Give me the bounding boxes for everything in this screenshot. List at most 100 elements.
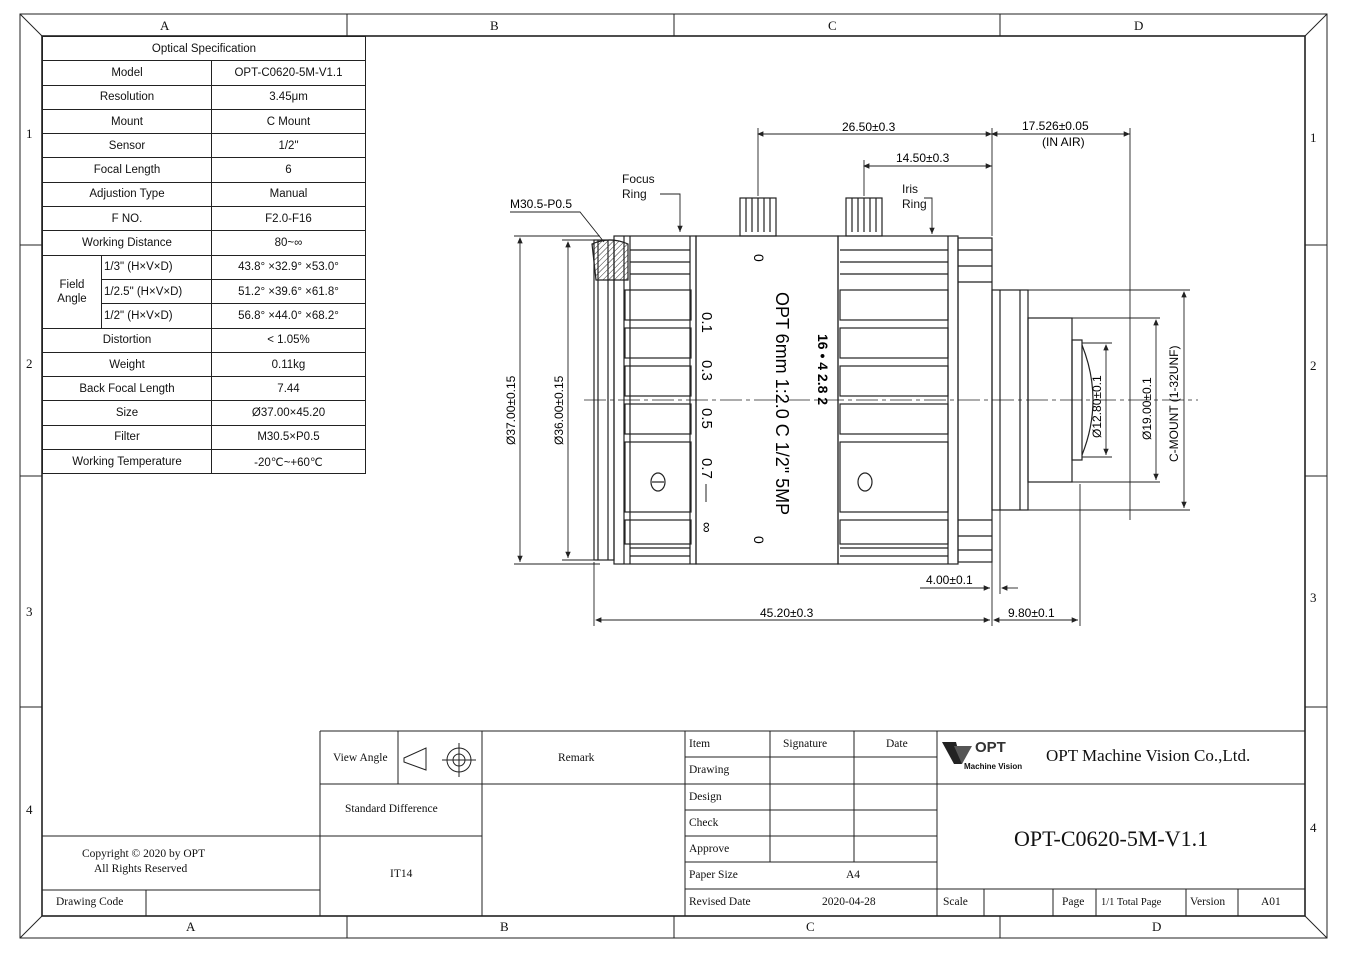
iris-lock-screw <box>857 472 873 492</box>
first-angle-projection-icon <box>403 743 476 777</box>
spec-value: M30.5×P0.5 <box>211 424 366 451</box>
iris-ring-label: Iris Ring <box>902 182 927 211</box>
spec-label: Mount <box>42 108 212 135</box>
spec-row: Working Temperature-20℃~+60℃ <box>42 449 366 475</box>
revised-date-value: 2020-04-28 <box>822 896 876 908</box>
signature-label: Signature <box>783 738 828 750</box>
spec-value: 0.11kg <box>211 351 366 378</box>
focus-lock-screw <box>650 472 666 492</box>
row-label-4-left: 4 <box>26 802 33 817</box>
thread-leader <box>510 211 605 243</box>
scale-label: Scale <box>943 896 968 908</box>
tolerance-value: IT14 <box>390 868 413 880</box>
company-name: OPT Machine Vision Co.,Ltd. <box>1046 746 1251 765</box>
page-label: Page <box>1062 896 1085 908</box>
column-label-b-top: B <box>490 18 499 33</box>
dim-17-526-text: 17.526±0.05 <box>1022 119 1089 133</box>
iris-ring-ribs <box>839 249 949 557</box>
opt-logo-icon <box>942 742 972 764</box>
column-label-a-bottom: A <box>186 919 196 934</box>
standard-difference-label: Standard Difference <box>345 803 438 815</box>
focus-knob <box>739 197 777 237</box>
spec-label: Working Temperature <box>42 449 212 475</box>
field-angle-sensor: 1/2" (H×V×D) <box>101 303 212 329</box>
spec-value: 7.44 <box>211 376 366 402</box>
iris-knob <box>845 197 883 237</box>
column-label-a-top: A <box>160 18 170 33</box>
distance-scale-0-3: 0.3 <box>698 360 715 381</box>
version-value: A01 <box>1261 896 1281 908</box>
zero-mark-top: 0 <box>751 254 767 262</box>
iris-ring-leader <box>924 197 935 234</box>
spec-row: 1/2.5" (H×V×D) 51.2° ×39.6° ×61.8° <box>43 278 366 305</box>
date-label: Date <box>886 738 908 750</box>
thread-section <box>591 239 629 281</box>
field-angle-sensor: 1/3" (H×V×D) <box>101 254 212 280</box>
distance-scale-0-5: 0.5 <box>698 408 715 429</box>
column-label-b-bottom: B <box>500 919 509 934</box>
logo-subtext: Machine Vision <box>964 762 1023 771</box>
spec-label: Adjustion Type <box>42 181 212 208</box>
spec-value: C Mount <box>211 108 366 135</box>
dim-c-mount-text: C-MOUNT (1-32UNF) <box>1167 346 1181 462</box>
spec-value: 3.45μm <box>211 84 366 110</box>
approve-row-label: Approve <box>689 843 730 855</box>
copyright-line-2: All Rights Reserved <box>94 863 188 875</box>
row-label-4-right: 4 <box>1310 820 1317 835</box>
column-label-c-bottom: C <box>806 919 815 934</box>
copyright-line-1: Copyright © 2020 by OPT <box>82 848 206 860</box>
focus-ring-ribs <box>624 249 692 557</box>
paper-size-label: Paper Size <box>689 869 738 881</box>
drawing-row-label: Drawing <box>689 764 730 776</box>
spec-row: Distortion< 1.05% <box>42 327 366 353</box>
part-number: OPT-C0620-5M-V1.1 <box>1014 826 1209 851</box>
spec-label: Sensor <box>42 133 212 159</box>
spec-row: F NO.F2.0-F16 <box>42 206 366 232</box>
thread-label: M30.5-P0.5 <box>510 197 572 211</box>
spec-value: -20℃~+60℃ <box>211 449 366 475</box>
spec-row: 1/2" (H×V×D) 56.8° ×44.0° ×68.2° <box>43 303 366 329</box>
column-label-d-bottom: D <box>1152 919 1162 934</box>
iris-scale: 16 • 4 2.8 2 <box>815 334 831 405</box>
dim-4-00-text: 4.00±0.1 <box>926 573 973 587</box>
view-angle-label: View Angle <box>333 752 388 764</box>
spec-value: Ø37.00×45.20 <box>211 400 366 426</box>
row-label-3-left: 3 <box>26 604 33 619</box>
field-angle-value: 51.2° ×39.6° ×61.8° <box>211 278 366 305</box>
spec-value: OPT-C0620-5M-V1.1 <box>211 60 366 86</box>
spec-label: Weight <box>42 351 212 378</box>
item-label: Item <box>689 738 711 750</box>
distance-scale-0-1: 0.1 <box>698 312 715 333</box>
rear-ring-ribs <box>958 249 992 551</box>
dim-dia-19-text: Ø19.00±0.1 <box>1140 377 1154 440</box>
dim-9-80-text: 9.80±0.1 <box>1008 606 1055 620</box>
rear-lens-element <box>1081 344 1094 456</box>
spec-label: Distortion <box>42 327 212 353</box>
paper-size-value: A4 <box>846 869 861 881</box>
field-angle-sensor: 1/2.5" (H×V×D) <box>101 278 212 305</box>
dim-dia-12-8-text: Ø12.80±0.1 <box>1090 375 1104 438</box>
field-angle-label: Field Angle <box>42 254 102 329</box>
dim-dia-37-text: Ø37.00±0.15 <box>504 375 518 445</box>
logo-text: OPT <box>975 739 1006 756</box>
row-label-2-right: 2 <box>1310 358 1317 373</box>
focus-ring-label: Focus Ring <box>622 172 655 201</box>
row-label-3-right: 3 <box>1310 590 1317 605</box>
spec-value: 1/2" <box>211 133 366 159</box>
dim-45-20-text: 45.20±0.3 <box>760 606 814 620</box>
spec-row: Field Angle 1/3" (H×V×D) 43.8° ×32.9° ×5… <box>42 254 366 329</box>
row-label-2-left: 2 <box>26 356 33 371</box>
drawing-code-label: Drawing Code <box>56 896 124 908</box>
field-angle-value: 56.8° ×44.0° ×68.2° <box>211 303 366 329</box>
